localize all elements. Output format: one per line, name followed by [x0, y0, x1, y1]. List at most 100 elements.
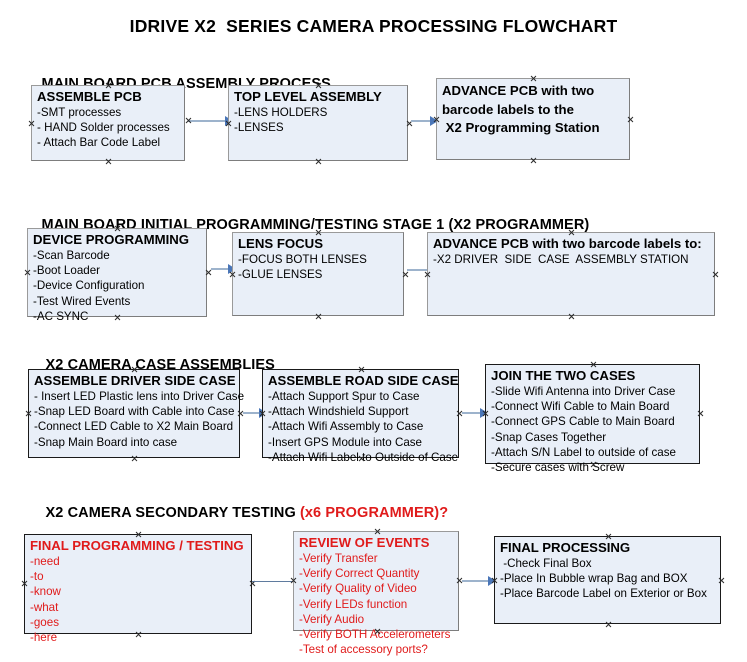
node-join-the-two-cases[interactable]: JOIN THE TWO CASES -Slide Wifi Antenna i…: [485, 361, 700, 474]
connection-handle-top[interactable]: [530, 75, 537, 82]
connection-handle-bottom[interactable]: [315, 313, 322, 320]
connection-handle-right[interactable]: [205, 269, 212, 276]
node-line: -Device Configuration: [33, 279, 145, 293]
node-assemble-road-side-case[interactable]: ASSEMBLE ROAD SIDE CASE -Attach Support …: [262, 366, 459, 464]
connector-driver-side-to-road-side: [243, 408, 267, 418]
connection-handle-bottom[interactable]: [568, 313, 575, 320]
connector-review-of-events-to-final-processing: [462, 576, 496, 586]
connector-top-level-assembly-to-advance-pcb: [411, 116, 438, 126]
node-line: -here: [30, 631, 58, 645]
node-title: ASSEMBLE ROAD SIDE CASE: [268, 373, 459, 388]
node-title: FINAL PROCESSING: [500, 540, 631, 555]
node-advance-pcb-to-driver-side-case-assembly-station[interactable]: ADVANCE PCB with two barcode labels to: …: [427, 232, 715, 316]
connection-handle-bottom[interactable]: [131, 455, 138, 462]
node-line: -Secure cases with Screw: [491, 461, 625, 475]
node-final-programming-testing[interactable]: FINAL PROGRAMMING / TESTING -need -to -k…: [21, 534, 252, 644]
connection-handle-right[interactable]: [402, 271, 409, 278]
node-title: JOIN THE TWO CASES: [491, 368, 636, 383]
node-title: ADVANCE PCB with two barcode labels to:: [433, 236, 702, 251]
connection-handle-left[interactable]: [25, 410, 32, 417]
node-line: -Verify Transfer: [299, 552, 378, 565]
node-line: -Connect Wifi Cable to Main Board: [491, 400, 670, 414]
node-line: -Verify LEDs function: [299, 597, 408, 611]
node-device-programming[interactable]: DEVICE PROGRAMMING -Scan Barcode -Boot L…: [24, 228, 207, 323]
node-line: -Slide Wifi Antenna into Driver Case: [491, 385, 676, 398]
connection-handle-left[interactable]: [21, 580, 28, 587]
node-title: ASSEMBLE PCB: [37, 89, 142, 104]
connection-handle-bottom[interactable]: [605, 621, 612, 628]
node-assemble-pcb[interactable]: ASSEMBLE PCB -SMT processes - HAND Solde…: [31, 85, 185, 161]
node-top-level-assembly[interactable]: TOP LEVEL ASSEMBLY -LENS HOLDERS -LENSES: [228, 85, 408, 161]
connector-final-programming-to-review-of-events: [252, 581, 297, 582]
node-title: ASSEMBLE DRIVER SIDE CASE: [34, 373, 236, 388]
node-line: -Verify Audio: [299, 612, 365, 626]
node-line: -Place Barcode Label on Exterior or Box: [500, 587, 707, 601]
connector-assemble-pcb-to-top-level-assembly: [188, 116, 233, 126]
node-line: -Place In Bubble wrap Bag and BOX: [500, 572, 688, 586]
node-line: -Attach Wifi Assembly to Case: [268, 420, 424, 434]
node-line: -Snap Cases Together: [491, 430, 607, 444]
node-line: -Verify Correct Quantity: [299, 567, 420, 581]
connector-road-side-to-join-cases: [462, 408, 488, 418]
node-line: -Test Wired Events: [33, 294, 131, 308]
node-line: -AC SYNC: [33, 309, 89, 323]
connection-handle-right[interactable]: [712, 271, 719, 278]
node-line: -need: [30, 555, 60, 568]
node-line: -to: [30, 570, 44, 584]
node-title: FINAL PROGRAMMING / TESTING: [30, 538, 244, 553]
node-lens-focus[interactable]: LENS FOCUS -FOCUS BOTH LENSES -GLUE LENS…: [232, 232, 404, 316]
node-title: REVIEW OF EVENTS: [299, 535, 430, 550]
node-line: -Attach Wifi Label to Outside of Case: [268, 450, 459, 464]
node-line: - HAND Solder processes: [37, 121, 170, 135]
section-heading-accent: (x6 PROGRAMMER)?: [299, 505, 449, 521]
node-line: -Connect LED Cable to X2 Main Board: [34, 420, 234, 434]
node-line: -Attach Windshield Support: [268, 405, 409, 419]
connection-handle-left[interactable]: [24, 269, 31, 276]
node-line: -what: [30, 600, 59, 614]
node-line: -GLUE LENSES: [238, 268, 323, 282]
connector-device-programming-to-lens-focus: [211, 264, 236, 274]
section-heading-x2-camera-secondary-testing: X2 CAMERA SECONDARY TESTING (x6 PROGRAMM…: [29, 489, 449, 537]
node-assemble-driver-side-case[interactable]: ASSEMBLE DRIVER SIDE CASE - Insert LED P…: [25, 369, 245, 458]
node-line: -Insert GPS Module into Case: [268, 435, 423, 449]
node-line: -X2 DRIVER SIDE CASE ASSEMBLY STATION: [433, 253, 689, 266]
page-title: IDRIVE X2 SERIES CAMERA PROCESSING FLOWC…: [129, 16, 618, 36]
connection-handle-top[interactable]: [358, 366, 365, 373]
connection-handle-bottom[interactable]: [315, 158, 322, 165]
node-line: -goes: [30, 615, 60, 629]
node-advance-pcb-to-x2-programming-station[interactable]: ADVANCE PCB with two barcode labels to t…: [436, 78, 630, 160]
node-line: -Scan Barcode: [33, 249, 110, 262]
connection-handle-left[interactable]: [424, 271, 431, 278]
node-line: -Verify Quality of Video: [299, 582, 417, 596]
node-final-processing[interactable]: FINAL PROCESSING -Check Final Box -Place…: [494, 536, 721, 624]
connection-handle-top[interactable]: [590, 361, 597, 368]
connection-handle-bottom[interactable]: [530, 157, 537, 164]
node-title: ADVANCE PCB with two barcode labels to t…: [442, 83, 600, 135]
node-line: -Verify BOTH Accelerometers: [299, 628, 451, 642]
node-line-overflow: -Test of accessory ports?: [299, 643, 428, 657]
connection-handle-top[interactable]: [605, 533, 612, 540]
node-line: -SMT processes: [37, 106, 122, 119]
node-line: -Boot Loader: [33, 264, 101, 278]
node-review-of-events[interactable]: REVIEW OF EVENTS -Verify Transfer -Verif…: [293, 531, 459, 656]
node-line: -LENS HOLDERS: [234, 106, 328, 119]
connection-handle-bottom[interactable]: [105, 158, 112, 165]
node-title: DEVICE PROGRAMMING: [33, 232, 190, 247]
node-line: -LENSES: [234, 121, 284, 135]
node-line: -Attach S/N Label to outside of case: [491, 445, 676, 459]
node-line: -Connect GPS Cable to Main Board: [491, 415, 675, 429]
node-line: - Insert LED Plastic lens into Driver Ca…: [34, 390, 245, 403]
connector-lens-focus-to-advance-pcb: [407, 265, 435, 275]
connection-handle-left[interactable]: [28, 120, 35, 127]
node-line: - Attach Bar Code Label: [37, 136, 161, 150]
node-line: -Check Final Box: [500, 557, 592, 570]
node-line: -FOCUS BOTH LENSES: [238, 253, 367, 266]
node-line: -Snap Main Board into case: [34, 435, 178, 449]
connection-handle-right[interactable]: [718, 577, 725, 584]
node-title: LENS FOCUS: [238, 236, 323, 251]
section-heading-text: X2 CAMERA SECONDARY TESTING: [45, 505, 300, 521]
node-title: TOP LEVEL ASSEMBLY: [234, 89, 382, 104]
node-line: -Snap LED Board with Cable into Case: [34, 405, 235, 419]
connection-handle-right[interactable]: [627, 116, 634, 123]
connection-handle-right[interactable]: [697, 410, 704, 417]
